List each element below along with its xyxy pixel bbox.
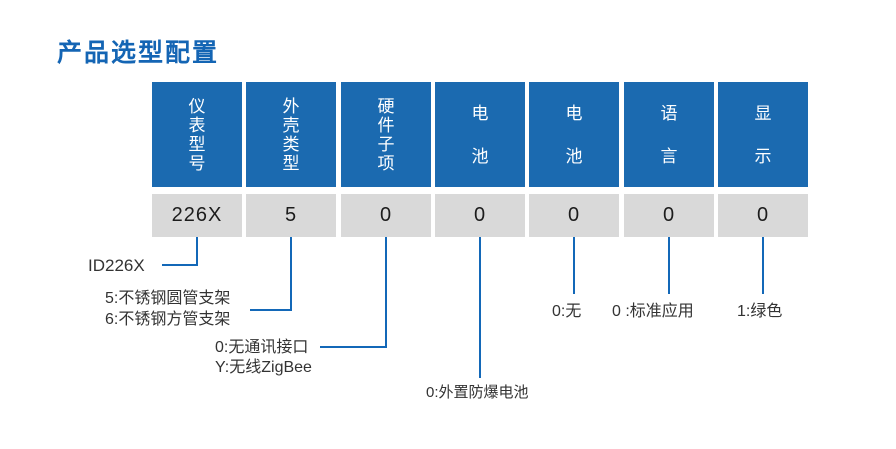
column-header-housing-label: 外壳类型 (282, 96, 300, 173)
connector-model-horizontal (162, 264, 198, 266)
column-header-display-label: 显示 (754, 103, 772, 166)
annotation-battery-none: 0:无 (552, 303, 582, 320)
connector-housing-horizontal (250, 309, 292, 311)
annotation-model: ID226X (88, 256, 145, 275)
annotation-housing-option-5: 5:不锈钢圆管支架 (105, 290, 231, 307)
connector-model-vertical (196, 237, 198, 266)
code-cell-battery-2: 0 (529, 194, 619, 237)
column-header-language: 语言 (624, 82, 714, 187)
column-header-housing: 外壳类型 (246, 82, 336, 187)
column-header-display: 显示 (718, 82, 808, 187)
code-cell-language: 0 (624, 194, 714, 237)
code-cell-display: 0 (718, 194, 808, 237)
column-header-battery-2-label: 电池 (565, 103, 583, 166)
annotation-housing-options: 5:不锈钢圆管支架 6:不锈钢方管支架 (105, 288, 230, 330)
annotation-language-standard: 0 :标准应用 (612, 303, 694, 320)
column-header-battery-1: 电池 (435, 82, 525, 187)
column-header-battery-2: 电池 (529, 82, 619, 187)
annotation-display-green: 1:绿色 (737, 303, 783, 320)
code-cell-battery-1: 0 (435, 194, 525, 237)
connector-hardware-horizontal (320, 346, 387, 348)
connector-display-vertical (762, 237, 764, 294)
column-header-hardware-label: 硬件子项 (377, 96, 395, 173)
annotation-hardware-option-0: 0:无通讯接口 (215, 339, 309, 356)
column-header-model: 仪表型号 (152, 82, 242, 187)
column-header-language-label: 语言 (660, 103, 678, 166)
annotation-hardware-option-y: Y:无线ZigBee (215, 359, 312, 376)
column-header-hardware: 硬件子项 (341, 82, 431, 187)
code-cell-model: 226X (152, 194, 242, 237)
page-title: 产品选型配置 (57, 39, 220, 67)
connector-hardware-vertical (385, 237, 387, 348)
annotation-housing-option-6: 6:不锈钢方管支架 (105, 311, 231, 328)
connector-language-vertical (668, 237, 670, 294)
annotation-battery-external: 0:外置防爆电池 (426, 384, 529, 401)
column-header-model-label: 仪表型号 (188, 96, 206, 173)
column-header-battery-1-label: 电池 (471, 103, 489, 166)
connector-battery-1-vertical (479, 237, 481, 378)
connector-battery-2-vertical (573, 237, 575, 294)
code-cell-housing: 5 (246, 194, 336, 237)
connector-housing-vertical (290, 237, 292, 311)
code-cell-hardware: 0 (341, 194, 431, 237)
annotation-hardware-options: 0:无通讯接口 Y:无线ZigBee (215, 338, 312, 378)
